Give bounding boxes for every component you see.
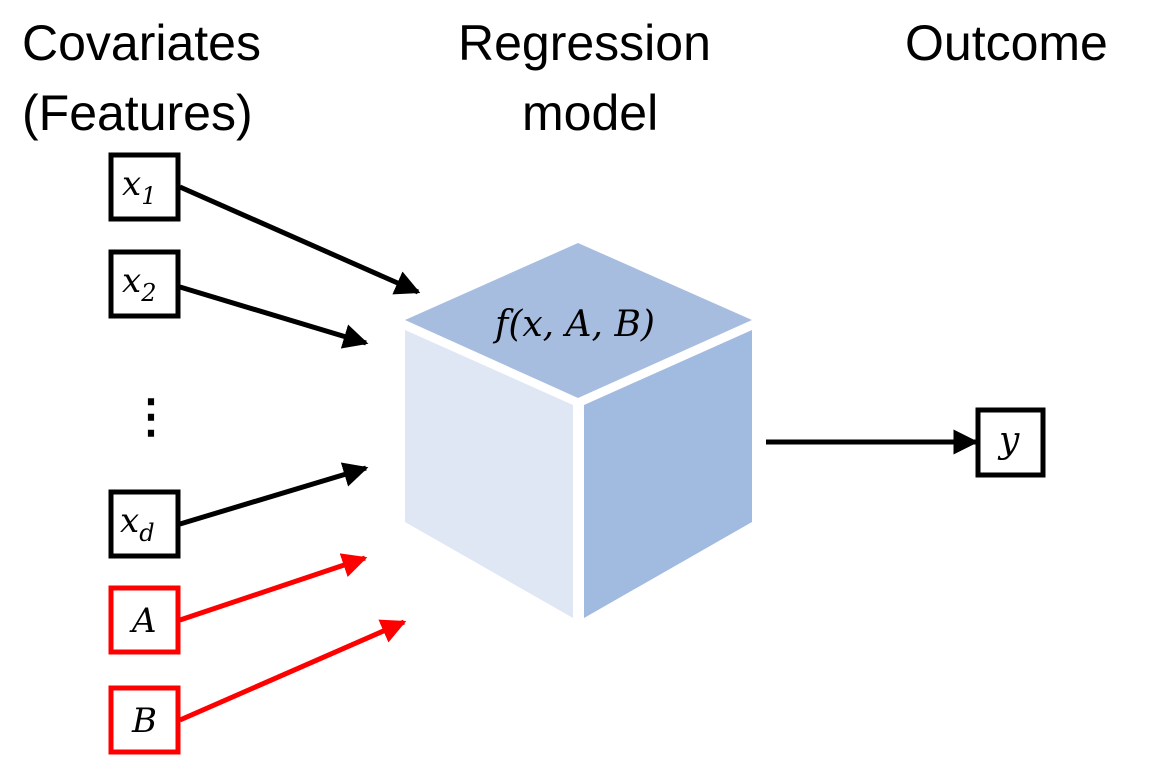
xd-arrow bbox=[179, 462, 369, 527]
B-arrow bbox=[178, 619, 407, 723]
covariates-heading-line2: (Features) bbox=[22, 85, 253, 141]
A-label: A bbox=[129, 601, 157, 641]
y-label: y bbox=[997, 420, 1020, 461]
covariates-heading-line1: Covariates bbox=[22, 15, 261, 71]
xd-subscript: d bbox=[139, 519, 154, 547]
model-heading-line2: model bbox=[522, 85, 658, 141]
x2-base: x bbox=[122, 261, 141, 301]
regression-model-cube: f(x, A, B) bbox=[405, 243, 752, 618]
x1-arrow bbox=[178, 184, 421, 295]
x1-box: x1 bbox=[108, 152, 181, 222]
svg-text:x1: x1 bbox=[122, 164, 156, 210]
A-arrow bbox=[179, 553, 368, 623]
svg-text:xd: xd bbox=[120, 501, 155, 547]
model-function-label: f(x, A, B) bbox=[492, 304, 655, 345]
model-heading-line1: Regression bbox=[458, 15, 711, 71]
cube-right-face bbox=[584, 330, 752, 618]
x2-arrow bbox=[179, 284, 369, 349]
x2-subscript: 2 bbox=[140, 279, 156, 307]
B-box: B bbox=[108, 685, 181, 755]
B-label: B bbox=[131, 701, 157, 741]
x1-subscript: 1 bbox=[141, 182, 156, 210]
y-box: y bbox=[975, 407, 1046, 478]
xd-base: x bbox=[120, 501, 139, 541]
A-box: A bbox=[108, 585, 181, 655]
outcome-heading: Outcome bbox=[905, 15, 1108, 71]
cube-top-face bbox=[405, 243, 752, 398]
vertical-ellipsis: ⋮ bbox=[128, 390, 174, 442]
svg-text:x2: x2 bbox=[122, 261, 156, 307]
x2-box: x2 bbox=[108, 249, 181, 319]
x1-base: x bbox=[122, 164, 141, 204]
cube-left-face bbox=[405, 330, 573, 618]
xd-box: xd bbox=[108, 489, 181, 559]
